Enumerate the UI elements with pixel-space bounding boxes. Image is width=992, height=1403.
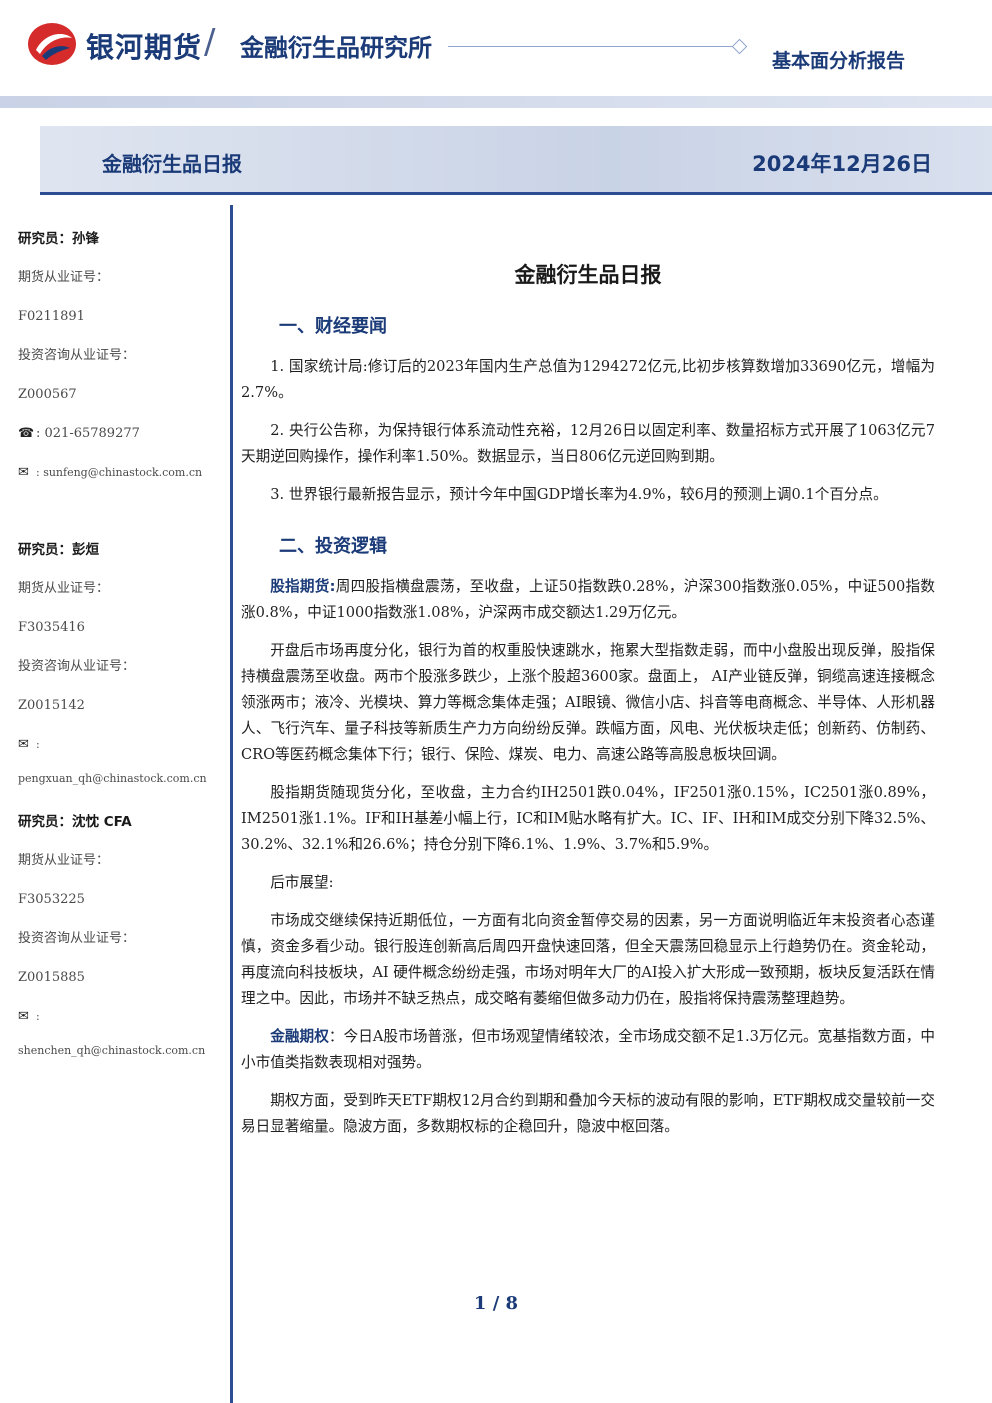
consult-license-label: 投资咨询从业证号：	[18, 348, 136, 363]
diamond-icon	[731, 38, 748, 55]
phone-number: 021-65789277	[44, 426, 140, 441]
futures-license-id: F0211891	[18, 309, 85, 324]
envelope-icon: ✉	[18, 1009, 29, 1024]
futures-license-id: F3053225	[18, 892, 85, 907]
header-rule	[448, 46, 734, 47]
phone-icon: ☎	[18, 426, 35, 441]
options-keyword: 金融期权	[270, 1028, 329, 1045]
email-link[interactable]: sunfeng@chinastock.com.cn	[43, 466, 203, 479]
section-heading-news: 一、财经要闻	[279, 316, 387, 337]
consult-license-label: 投资咨询从业证号：	[18, 659, 136, 674]
analyst-sidebar: 研究员：孙锋 期货从业证号： F0211891 投资咨询从业证号： Z00056…	[18, 222, 228, 1057]
news-item: 2. 央行公告称，为保持银行体系流动性充裕，12月26日以固定利率、数量招标方式…	[241, 422, 935, 465]
news-item: 1. 国家统计局:修订后的2023年国内生产总值为1294272亿元,比初步核算…	[241, 358, 935, 401]
envelope-icon: ✉	[18, 465, 29, 480]
report-type: 基本面分析报告	[772, 50, 906, 72]
futures-license-label: 期货从业证号：	[18, 270, 110, 285]
contracts-paragraph: 股指期货随现货分化，至收盘，主力合约IH2501跌0.04%，IF2501涨0.…	[241, 784, 935, 853]
email-row: ✉: sunfeng@chinastock.com.cn	[18, 456, 228, 495]
analyst-card: 研究员：孙锋 期货从业证号： F0211891 投资咨询从业证号： Z00056…	[18, 222, 228, 495]
analyst-name: 研究员：孙锋	[18, 231, 99, 247]
page-header: 银河期货 / 金融衍生品研究所 基本面分析报告	[0, 0, 992, 110]
futures-license-label: 期货从业证号：	[18, 853, 110, 868]
consult-license-id: Z0015885	[18, 970, 85, 985]
market-paragraph: 开盘后市场再度分化，银行为首的权重股快速跳水，拖累大型指数走弱，而中小盘股出现反…	[241, 642, 935, 763]
email-link[interactable]: pengxuan_qh@chinastock.com.cn	[18, 772, 207, 785]
news-item: 3. 世界银行最新报告显示，预计今年中国GDP增长率为4.9%，较6月的预测上调…	[270, 486, 888, 503]
stock-futures-text: 周四股指横盘震荡，至收盘，上证50指数跌0.28%，沪深300指数涨0.05%，…	[241, 578, 935, 621]
banner-title: 金融衍生品日报	[102, 152, 242, 176]
report-body: 金融衍生品日报 一、财经要闻 1. 国家统计局:修订后的2023年国内生产总值为…	[241, 262, 935, 1152]
banner-date: 2024年12月26日	[752, 152, 932, 176]
brand-name: 银河期货	[86, 31, 203, 64]
analyst-card: 研究员：沈忱 CFA 期货从业证号： F3053225 投资咨询从业证号： Z0…	[18, 805, 228, 1057]
futures-license-id: F3035416	[18, 620, 85, 635]
stock-futures-paragraph: 股指期货:周四股指横盘震荡，至收盘，上证50指数跌0.28%，沪深300指数涨0…	[241, 574, 935, 626]
options-text: ：今日A股市场普涨，但市场观望情绪较浓，全市场成交额不足1.3万亿元。宽基指数方…	[241, 1028, 935, 1071]
header-separator: /	[204, 22, 216, 62]
options-detail-paragraph: 期权方面，受到昨天ETF期权12月合约到期和叠加今天标的波动有限的影响，ETF期…	[241, 1092, 935, 1135]
column-divider	[230, 205, 233, 1403]
document-title: 金融衍生品日报	[514, 263, 662, 287]
envelope-icon: ✉	[18, 737, 29, 752]
galaxy-logo-icon	[28, 23, 76, 65]
analyst-card: 研究员：彭烜 期货从业证号： F3035416 投资咨询从业证号： Z00151…	[18, 533, 228, 785]
email-row: ✉: shenchen_qh@chinastock.com.cn	[18, 1000, 228, 1057]
title-banner	[40, 126, 992, 192]
analyst-name: 研究员：沈忱 CFA	[18, 814, 132, 830]
outlook-label: 后市展望:	[270, 874, 334, 891]
page-number: 1 / 8	[473, 1293, 519, 1314]
consult-license-id: Z0015142	[18, 698, 85, 713]
section-heading-logic: 二、投资逻辑	[279, 536, 387, 557]
consult-license-id: Z000567	[18, 387, 77, 402]
header-band	[0, 96, 992, 108]
options-paragraph: 金融期权：今日A股市场普涨，但市场观望情绪较浓，全市场成交额不足1.3万亿元。宽…	[241, 1024, 935, 1076]
email-link[interactable]: shenchen_qh@chinastock.com.cn	[18, 1044, 206, 1057]
outlook-paragraph: 市场成交继续保持近期低位，一方面有北向资金暂停交易的因素，另一方面说明临近年末投…	[241, 912, 935, 1007]
futures-license-label: 期货从业证号：	[18, 581, 110, 596]
consult-license-label: 投资咨询从业证号：	[18, 931, 136, 946]
analyst-name: 研究员：彭烜	[18, 542, 99, 558]
stock-futures-keyword: 股指期货:	[270, 578, 336, 595]
phone-row: ☎: 021-65789277	[18, 417, 228, 456]
institute-name: 金融衍生品研究所	[240, 34, 432, 62]
banner-underline	[40, 192, 992, 195]
email-row: ✉: pengxuan_qh@chinastock.com.cn	[18, 728, 228, 785]
